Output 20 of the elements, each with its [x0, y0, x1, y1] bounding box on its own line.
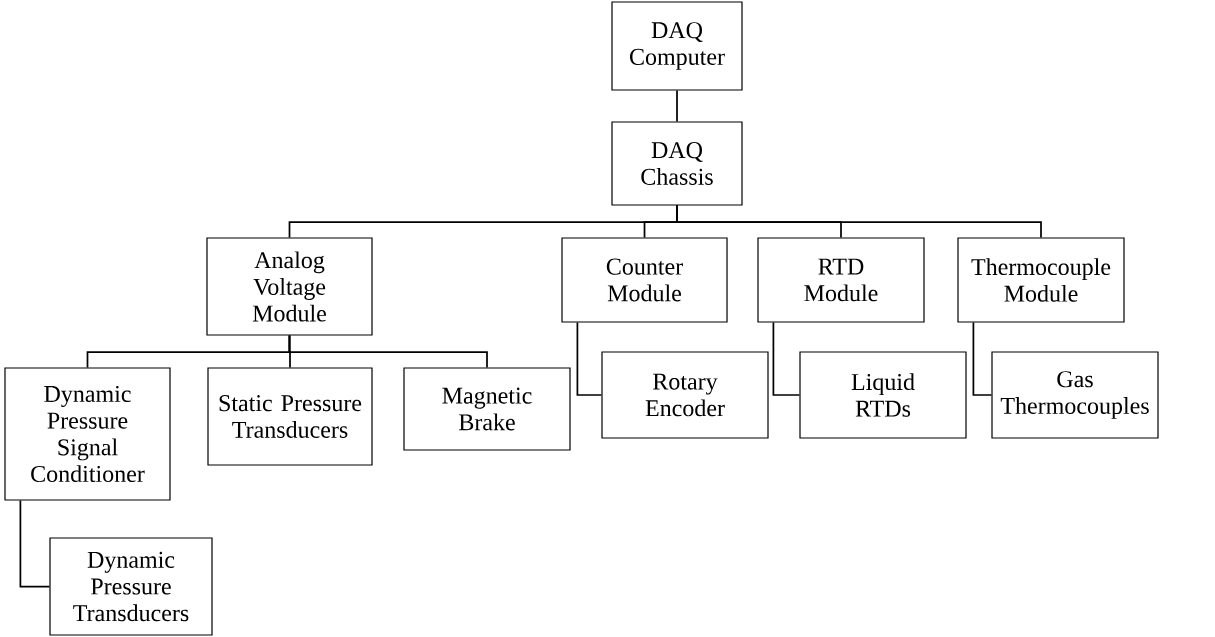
module-box: DAQ Chassis [611, 121, 743, 206]
module-box: Liquid RTDs [799, 351, 967, 439]
module-box: Analog Voltage Module [206, 237, 373, 336]
connector-line [576, 321, 603, 396]
connector-line [772, 321, 801, 396]
connector-line [288, 334, 488, 369]
connector-line [19, 499, 51, 588]
module-box: Thermocouple Module [957, 237, 1125, 323]
module-box: Dynamic Pressure Transducers [49, 537, 213, 636]
connector-line [676, 204, 1042, 239]
module-box: DAQ Computer [611, 1, 743, 91]
module-box: RTD Module [757, 237, 925, 323]
module-box: Static Pressure Transducers [207, 367, 373, 466]
module-box: Counter Module [561, 237, 728, 323]
connector-line [972, 321, 993, 396]
module-box: Magnetic Brake [403, 367, 571, 451]
module-box: Rotary Encoder [601, 351, 769, 439]
module-box: Dynamic Pressure Signal Conditioner [4, 367, 171, 501]
connector-line [676, 89, 678, 123]
module-box: Gas Thermocouples [991, 351, 1159, 439]
